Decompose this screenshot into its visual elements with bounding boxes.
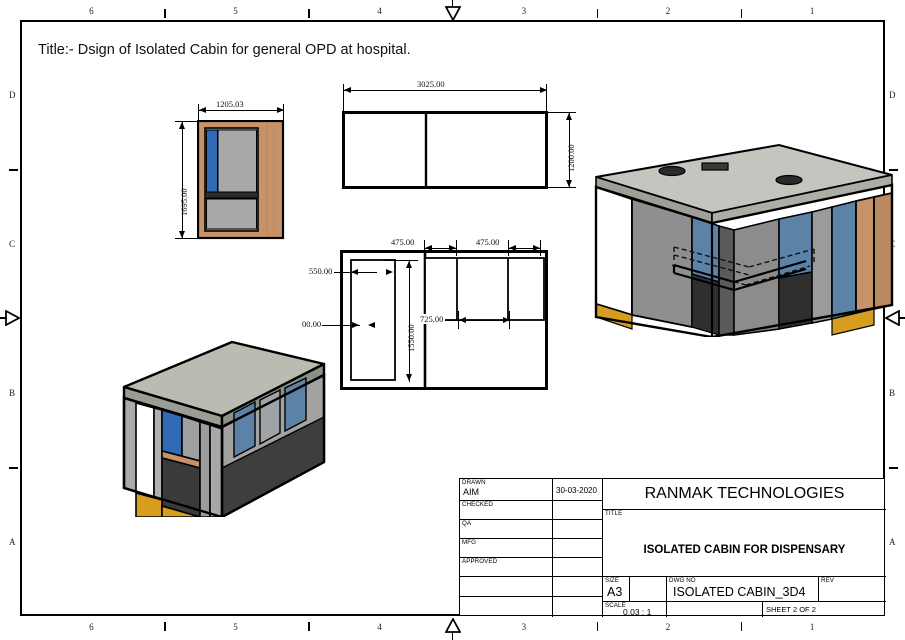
tb-cell-approved-date (553, 558, 603, 577)
drawing-frame: Title:- Dsign of Isolated Cabin for gene… (20, 20, 894, 617)
zone-label-left-A: A (9, 536, 16, 547)
datum-arrow-right (884, 310, 900, 326)
zone-label-left-D: D (9, 89, 16, 100)
tb-cell-scale-spacer (667, 602, 763, 617)
tb-cell-checked: CHECKED (460, 501, 553, 520)
datum-arrow-top (444, 6, 461, 22)
tb-label-title: TITLE (605, 510, 623, 517)
tb-value-scale: 0.03 : 1 (623, 607, 652, 617)
zone-tick-bottom-2 (308, 622, 310, 631)
tb-label-qa: QA (462, 520, 472, 527)
tb-cell-qa: QA (460, 520, 553, 539)
dimension-label-width-plan: 3025.00 (415, 79, 447, 89)
zone-label-right-A: A (889, 536, 896, 547)
tb-label-dwgno: DWG NO (669, 577, 696, 584)
page-title: Title:- Dsign of Isolated Cabin for gene… (38, 42, 411, 58)
dimension-label-left-depth: 00.00 (302, 319, 322, 329)
top-plan-view (342, 111, 548, 189)
tb-cell-approved: APPROVED (460, 558, 553, 577)
tb-value-company: RANMAK TECHNOLOGIES (644, 485, 845, 502)
tb-label-mfg: MFG (462, 539, 477, 546)
tb-label-scale: SCALE (605, 602, 626, 609)
dimension-label-panel-a: 475.00 (389, 237, 417, 247)
tb-cell-blank-1-date (553, 577, 603, 597)
tb-label-size: SIZE (605, 577, 620, 584)
zone-label-top-6: 6 (89, 6, 94, 16)
zone-label-bottom-5: 5 (233, 622, 238, 632)
tb-label-checked: CHECKED (462, 501, 493, 508)
tb-cell-blank-2-date (553, 597, 603, 617)
tb-cell-size: SIZE A3 (603, 577, 630, 602)
zone-label-bottom-3: 3 (521, 622, 527, 632)
tb-cell-qa-date (553, 520, 603, 539)
zone-tick-top-1 (164, 9, 166, 18)
zone-label-left-B: B (9, 387, 16, 398)
tb-cell-drawn: DRAWN AIM (460, 479, 553, 501)
isometric-wireframe-view (574, 137, 894, 337)
zone-label-left-C: C (9, 238, 16, 249)
dimension-label-door-width: 550.00 (307, 266, 335, 276)
datum-stem-right (895, 317, 905, 319)
tb-cell-drawn-date: 30-03-2020 (553, 479, 603, 501)
zone-tick-bottom-5 (740, 622, 743, 631)
isometric-solid-view (92, 292, 357, 517)
zone-label-right-B: B (889, 387, 896, 398)
zone-label-bottom-1: 1 (809, 622, 815, 632)
tb-cell-mfg-date (553, 539, 603, 558)
dimension-label-section-height: 1550.00 (406, 324, 416, 352)
zone-tick-top-2 (308, 9, 310, 18)
datum-stem-left (0, 317, 10, 319)
zone-label-top-1: 1 (809, 6, 815, 16)
datum-arrow-bottom (444, 618, 461, 633)
title-block: DRAWN AIM 30-03-2020 CHECKED QA MFG APPR… (459, 478, 886, 617)
dimension-label-width-elevation: 1205.03 (214, 99, 246, 109)
tb-cell-blank-1 (460, 577, 553, 597)
datum-stem-bottom (451, 630, 454, 640)
tb-value-sheet: SHEET 2 OF 2 (766, 605, 816, 614)
zone-tick-right-3 (889, 467, 898, 469)
zone-tick-bottom-4 (596, 622, 599, 631)
zone-label-top-4: 4 (377, 6, 382, 16)
tb-value-size: A3 (607, 585, 623, 599)
dimension-label-counter-width: 725.00 (418, 314, 446, 324)
zone-label-right-D: D (889, 89, 896, 100)
tb-value-dwgno: ISOLATED CABIN_3D4 (673, 585, 806, 599)
zone-label-bottom-4: 4 (377, 622, 382, 632)
tb-cell-dwgno: DWG NO ISOLATED CABIN_3D4 (667, 577, 819, 602)
zone-tick-right-1 (889, 169, 898, 171)
zone-tick-bottom-1 (164, 622, 166, 631)
tb-cell-size-spacer (630, 577, 667, 602)
tb-label-drawn: DRAWN (462, 479, 486, 486)
tb-cell-scale: SCALE 0.03 : 1 (603, 602, 667, 617)
zone-label-top-2: 2 (665, 6, 671, 16)
tb-cell-sheet: SHEET 2 OF 2 (763, 602, 886, 617)
datum-arrow-left (5, 310, 21, 326)
tb-value-drawn-date: 30-03-2020 (556, 486, 597, 495)
section-plan-view (340, 250, 548, 390)
tb-label-rev: REV (821, 577, 835, 584)
zone-label-top-3: 3 (521, 6, 527, 16)
tb-cell-title: TITLE ISOLATED CABIN FOR DISPENSARY (603, 510, 886, 577)
zone-tick-top-5 (740, 9, 743, 18)
datum-stem-top (451, 0, 454, 10)
zone-label-bottom-6: 6 (89, 622, 94, 632)
tb-cell-company: RANMAK TECHNOLOGIES (603, 479, 886, 510)
dimension-label-height-elevation: 1695.00 (179, 188, 189, 216)
dimension-label-panel-b: 475.00 (474, 237, 502, 247)
zone-label-bottom-2: 2 (665, 622, 671, 632)
zone-tick-left-1 (9, 169, 18, 171)
tb-label-approved: APPROVED (462, 558, 498, 565)
tb-cell-checked-date (553, 501, 603, 520)
tb-value-title: ISOLATED CABIN FOR DISPENSARY (643, 544, 846, 556)
tb-value-drawn: AIM (463, 487, 480, 497)
zone-tick-left-3 (9, 467, 18, 469)
tb-cell-blank-2 (460, 597, 553, 617)
front-elevation-view (197, 120, 307, 240)
tb-cell-rev: REV (819, 577, 886, 602)
zone-label-top-5: 5 (233, 6, 238, 16)
tb-cell-mfg: MFG (460, 539, 553, 558)
zone-tick-top-4 (596, 9, 599, 18)
